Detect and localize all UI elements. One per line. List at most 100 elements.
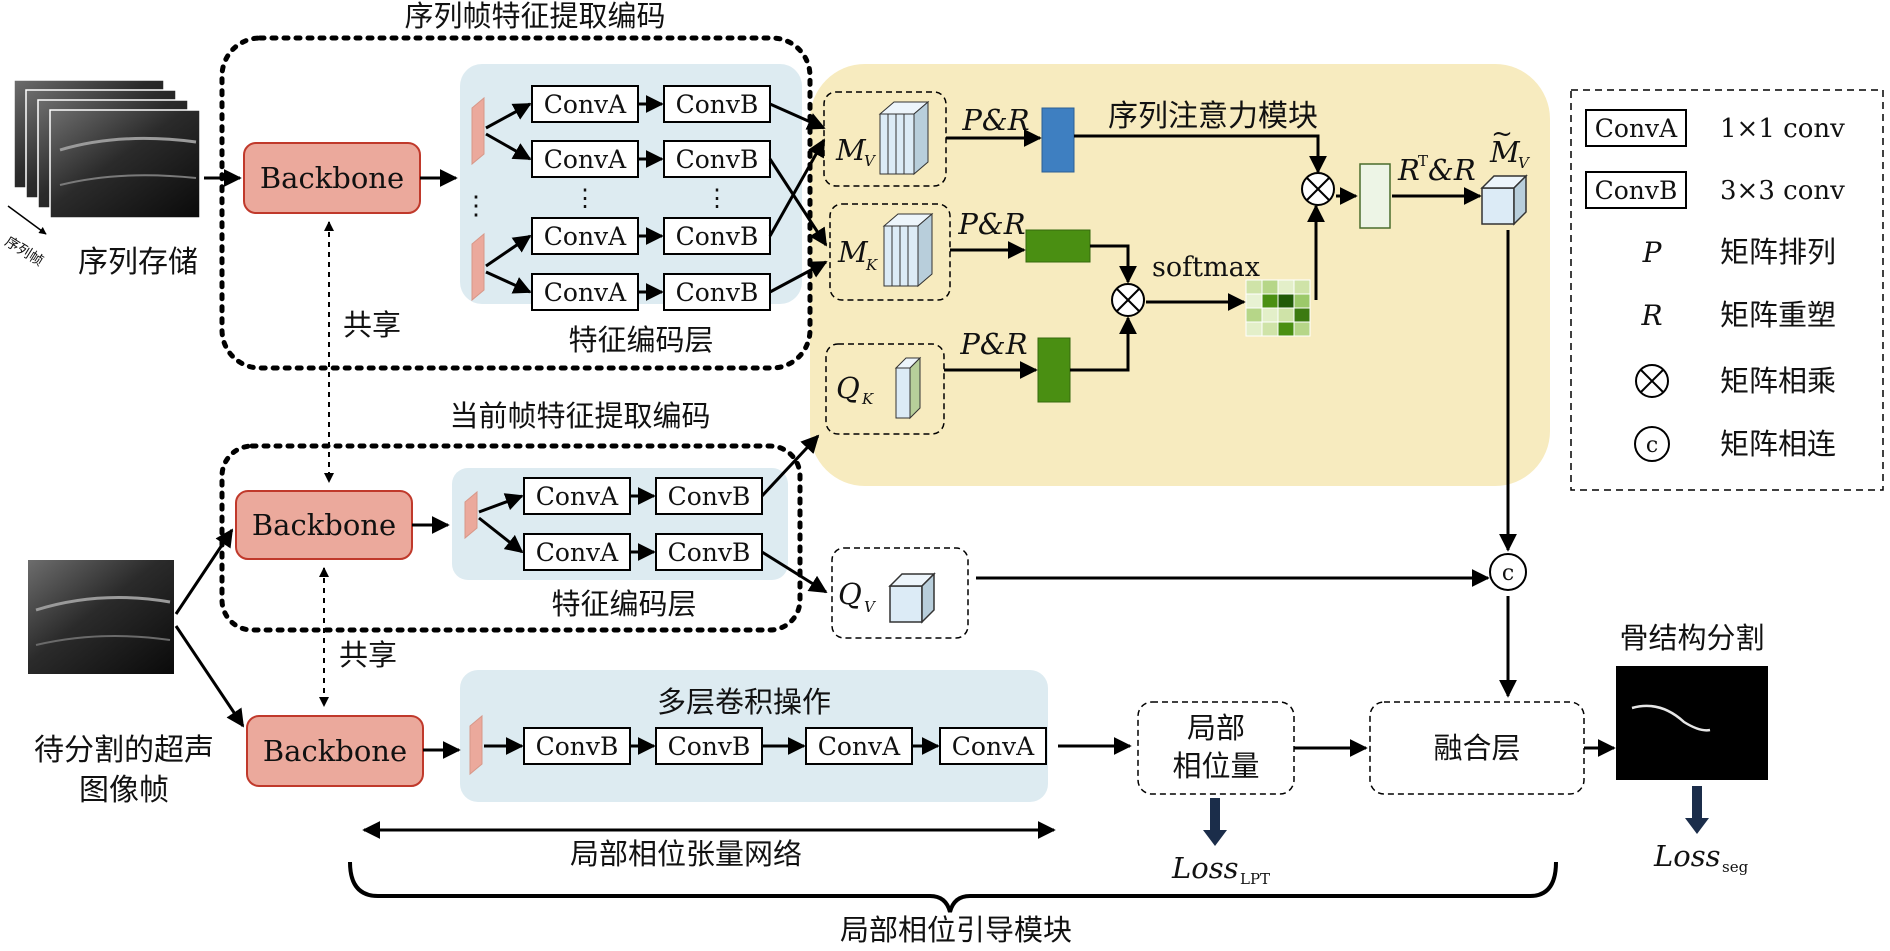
backbone-cur: Backbone [235, 490, 413, 560]
seq-frames-label: 序列帧 [2, 234, 46, 270]
seq-encode-group [219, 35, 813, 371]
cur-conv-rows [523, 477, 763, 571]
svg-text:ConvB: ConvB [676, 278, 759, 307]
seq-attention-title: 序列注意力模块 [1108, 99, 1318, 134]
svg-text:Backbone: Backbone [263, 734, 407, 768]
svg-text:K: K [861, 390, 874, 408]
local-phase-box: 局部 相位量 [1137, 701, 1295, 795]
svg-text:T: T [1418, 152, 1428, 170]
backbone-local: Backbone [246, 715, 424, 787]
svg-text:ConvA: ConvA [544, 222, 627, 251]
svg-text:ConvB: ConvB [668, 482, 751, 511]
svg-text:M: M [835, 133, 867, 167]
svg-text:ConvA: ConvA [536, 538, 619, 567]
cur-encode-title: 当前帧特征提取编码 [449, 399, 710, 433]
svg-text:Loss: Loss [1653, 839, 1720, 873]
fusion-box: 融合层 [1369, 701, 1585, 795]
seq-storage-label: 序列存储 [78, 245, 198, 280]
vdots-seq-convb: ⋮ [705, 184, 729, 212]
svg-text:seg: seg [1722, 858, 1749, 876]
cur-conv-labels: ConvA ConvB ConvA ConvB [536, 482, 751, 567]
cur-encode-group [219, 443, 803, 633]
attention-arrows [944, 129, 1517, 698]
svg-text:~: ~ [1491, 119, 1513, 149]
svg-text:V: V [864, 598, 877, 616]
lpt-network-label: 局部相位张量网络 [570, 837, 802, 871]
loss-lpt-arrow [1203, 798, 1227, 846]
svg-text:c: c [1646, 433, 1658, 458]
v-reshaped-block [1041, 107, 1075, 173]
lpg-module-label: 局部相位引导模块 [840, 913, 1072, 947]
svg-text:ConvB: ConvB [668, 732, 751, 761]
legend-value-multiply: 矩阵相乘 [1720, 364, 1836, 398]
multiply-node-1 [1111, 283, 1145, 317]
legend-key-conva: ConvA [1595, 114, 1678, 143]
m-v-label: M V [835, 133, 877, 170]
svg-text:ConvA: ConvA [544, 90, 627, 119]
pr-label-q: P&R [959, 327, 1027, 361]
svg-text:c: c [1502, 561, 1514, 586]
m-k-label: M K [837, 235, 878, 274]
seq-encode-title: 序列帧特征提取编码 [404, 0, 665, 33]
arrow-input-to-backbone-cur [174, 528, 234, 615]
input-label-line2: 图像帧 [79, 773, 169, 808]
m-v-tilde-tensor [1480, 174, 1528, 226]
svg-text:ConvB: ConvB [668, 538, 751, 567]
arrow-input-to-backbone-local [174, 625, 245, 728]
local-conv-labels: ConvB ConvB ConvA ConvA [536, 732, 1036, 761]
multi-conv-label: 多层卷积操作 [657, 685, 831, 719]
legend-concat-icon: c [1634, 426, 1670, 462]
svg-text:R: R [1397, 153, 1420, 187]
svg-text:融合层: 融合层 [1433, 731, 1520, 765]
legend-box [1570, 89, 1884, 491]
svg-text:ConvB: ConvB [676, 90, 759, 119]
softmax-label: softmax [1152, 252, 1260, 283]
q-v-tensor [888, 572, 936, 624]
svg-text:Q: Q [836, 371, 860, 405]
svg-text:M: M [1489, 135, 1521, 169]
shared-label-2: 共享 [339, 638, 397, 672]
legend-key-r: R [1640, 299, 1662, 332]
svg-text:Backbone: Backbone [252, 508, 396, 542]
svg-text:V: V [1518, 154, 1531, 172]
rtr-label: R T &R [1397, 152, 1476, 187]
svg-text:LPT: LPT [1240, 870, 1270, 888]
loss-lpt-label: Loss LPT [1171, 851, 1270, 888]
seq-conv-labels: ConvA ConvB ConvA ConvB ConvA ConvB Conv… [544, 90, 759, 307]
seq-conv-arrows [485, 95, 828, 301]
m-v-tensor [878, 100, 930, 176]
seq-feature-layer-label: 特征编码层 [568, 323, 713, 357]
seq-frames-arrow [7, 205, 47, 235]
legend-value-convb: 3×3 conv [1720, 176, 1845, 206]
svg-text:ConvA: ConvA [818, 732, 901, 761]
segmentation-image [1616, 666, 1768, 780]
svg-text:ConvB: ConvB [536, 732, 619, 761]
pr-label-k: P&R [957, 207, 1025, 241]
svg-text:V: V [864, 152, 877, 170]
svg-text:Loss: Loss [1171, 851, 1238, 885]
current-frame-image [28, 560, 174, 674]
input-label-line1: 待分割的超声 [34, 733, 214, 768]
vdots-seq-left: ⋮ [463, 191, 489, 221]
q-v-label: Q V [838, 577, 877, 616]
bone-seg-label: 骨结构分割 [1619, 621, 1764, 655]
loss-seg-arrow [1685, 786, 1709, 834]
legend-value-r: 矩阵重塑 [1720, 298, 1836, 332]
vdots-seq-conva: ⋮ [573, 184, 597, 212]
q-reshaped-block [1037, 337, 1071, 403]
legend-multiply-icon [1635, 364, 1669, 398]
sequence-frames-stack [13, 79, 201, 219]
svg-text:K: K [865, 256, 878, 274]
pr-label-v: P&R [961, 103, 1029, 137]
q-k-label: Q K [836, 371, 874, 408]
svg-text:ConvA: ConvA [544, 145, 627, 174]
svg-text:ConvB: ConvB [676, 145, 759, 174]
multiply-node-2 [1301, 172, 1335, 206]
legend-value-concat: 矩阵相连 [1720, 427, 1836, 461]
m-k-tensor [882, 212, 934, 288]
q-k-tensor [894, 356, 922, 420]
cur-conv-arrows [478, 434, 828, 594]
svg-text:局部: 局部 [1187, 711, 1245, 745]
